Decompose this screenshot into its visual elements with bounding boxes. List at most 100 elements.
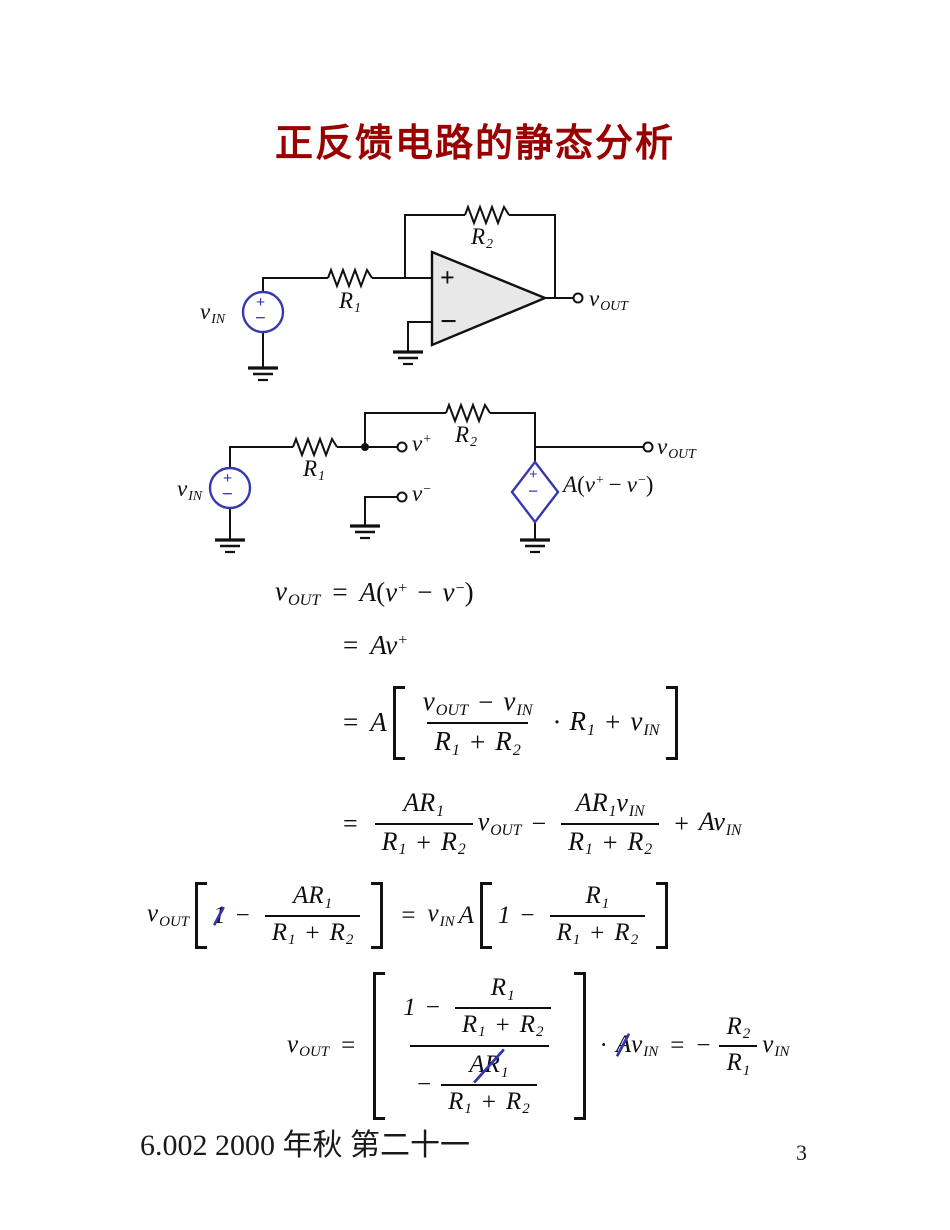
- var-vout: vOUT: [422, 686, 469, 719]
- var-r1: R1: [556, 918, 581, 949]
- equation-5: vOUT 1 − AR1 R1 + R2 = vIN A 1 − R1 R1 +…: [147, 880, 674, 951]
- page-title: 正反馈电路的静态分析: [274, 123, 675, 165]
- var-r2: R2: [505, 1087, 530, 1118]
- cdot: ·: [552, 707, 562, 738]
- vin-source-circle: [208, 466, 252, 510]
- var-r2: R2: [627, 826, 653, 859]
- course-footer: 6.002 2000 年秋 第二十一: [140, 1129, 470, 1162]
- r1-label: R1: [339, 288, 361, 316]
- opamp-minus-input: −: [440, 305, 458, 338]
- big-fraction: 1 − R1 R1 + R2 − AR1 R1 + R2: [396, 970, 562, 1122]
- source-minus-sign: −: [255, 308, 266, 329]
- var-r1: R1: [568, 826, 593, 859]
- var-r2: R2: [329, 918, 354, 949]
- dep-source-plus-sign: +: [529, 467, 538, 483]
- dependent-source-label: A(v+−v−): [563, 472, 654, 497]
- var-r2: R2: [614, 918, 639, 949]
- vin-source-circle: [241, 290, 285, 334]
- var-vin: vIN: [630, 705, 660, 739]
- equals-sign: =: [343, 808, 358, 838]
- var-vin: vIN: [503, 686, 533, 719]
- var-avplus: Av+: [370, 630, 408, 660]
- number-one: 1: [497, 901, 511, 929]
- var-avin: AvIN: [698, 807, 742, 839]
- right-bracket: [656, 882, 669, 949]
- ground-symbol: [248, 366, 278, 382]
- opamp-triangle: [430, 250, 549, 347]
- fraction: R1 R1 + R2: [454, 972, 551, 1043]
- dependent-source-diamond: [510, 460, 560, 524]
- var-vminus: v−: [442, 577, 465, 608]
- struck-avin: AvIN: [615, 1030, 659, 1061]
- source-minus-sign: −: [222, 484, 233, 505]
- var-vout: vOUT: [477, 807, 522, 839]
- fraction: R2 R1: [719, 1011, 758, 1082]
- equals-sign: =: [670, 1032, 685, 1059]
- resistor-r2: [445, 402, 491, 424]
- var-A: A: [359, 577, 377, 608]
- var-r1: R1: [490, 974, 515, 1004]
- var-r1: R1: [434, 725, 460, 759]
- resistor-r1: [292, 436, 338, 458]
- junction-dot: [361, 443, 369, 451]
- left-bracket: [392, 686, 405, 760]
- resistor-r1: [327, 267, 373, 289]
- number-one: 1: [403, 993, 416, 1021]
- equation-4: = AR1 R1 + R2 vOUT − AR1vIN R1 + R2 + Av…: [331, 786, 741, 861]
- equation-3: = A vOUT − vIN R1 + R2 · R1 + vIN: [331, 684, 684, 762]
- equation-2: = Av+: [331, 630, 407, 661]
- equals-sign: =: [343, 630, 359, 660]
- fraction: vOUT − vIN R1 + R2: [416, 684, 540, 762]
- vout-label: vOUT: [657, 434, 696, 462]
- vminus-terminal: [396, 491, 408, 503]
- vout-label: vOUT: [589, 286, 628, 314]
- left-bracket: [479, 882, 492, 949]
- r2-label: R2: [455, 422, 477, 450]
- var-vin: vIN: [762, 1030, 790, 1061]
- var-r1: R1: [271, 918, 296, 949]
- source-plus-sign: +: [256, 294, 266, 311]
- vplus-label: v+: [412, 431, 431, 456]
- vin-label: vIN: [177, 476, 203, 504]
- fraction: AR1vIN R1 + R2: [561, 786, 660, 861]
- vin-label: vIN: [200, 299, 226, 327]
- struck-one: 1: [213, 901, 226, 929]
- equation-6: vOUT = 1 − R1 R1 + R2 − AR1 R1 + R2: [287, 970, 789, 1122]
- var-r1: R1: [569, 705, 596, 739]
- equals-sign: =: [341, 1032, 356, 1059]
- equation-1: vOUT = A ( v+ − v− ): [275, 576, 474, 609]
- ground-symbol: [393, 350, 423, 366]
- resistor-r2: [464, 204, 510, 226]
- var-vout: vOUT: [147, 900, 190, 930]
- var-r1: R1: [381, 826, 407, 859]
- fraction: AR1 R1 + R2: [441, 1049, 537, 1120]
- vout-terminal: [572, 292, 584, 304]
- var-vout: vOUT: [287, 1030, 330, 1061]
- var-vout: vOUT: [275, 576, 321, 609]
- fraction: R1 R1 + R2: [549, 880, 646, 951]
- var-r2: R2: [519, 1010, 544, 1041]
- vplus-terminal: [396, 441, 408, 453]
- fraction: AR1 R1 + R2: [374, 786, 473, 861]
- var-ar1: AR1: [403, 788, 444, 820]
- equals-sign: =: [343, 707, 359, 738]
- var-r2: R2: [726, 1012, 751, 1043]
- r2-label: R2: [471, 224, 493, 252]
- var-r1: R1: [448, 1087, 472, 1118]
- var-r1: R1: [585, 882, 610, 912]
- var-r1: R1: [726, 1049, 751, 1079]
- right-bracket: [371, 882, 384, 949]
- cdot: ·: [599, 1032, 608, 1059]
- ground-symbol: [520, 538, 550, 554]
- struck-ar1: AR1: [469, 1051, 509, 1081]
- right-bracket: [573, 972, 586, 1120]
- equals-sign: =: [401, 901, 416, 929]
- dep-source-minus-sign: −: [528, 481, 539, 501]
- equivalent-circuit: [208, 402, 654, 554]
- right-bracket: [665, 686, 678, 760]
- opamp-circuit: [241, 204, 584, 382]
- var-vin: vIN: [427, 900, 455, 930]
- opamp-plus-input: +: [440, 263, 455, 292]
- ground-symbol: [215, 538, 245, 554]
